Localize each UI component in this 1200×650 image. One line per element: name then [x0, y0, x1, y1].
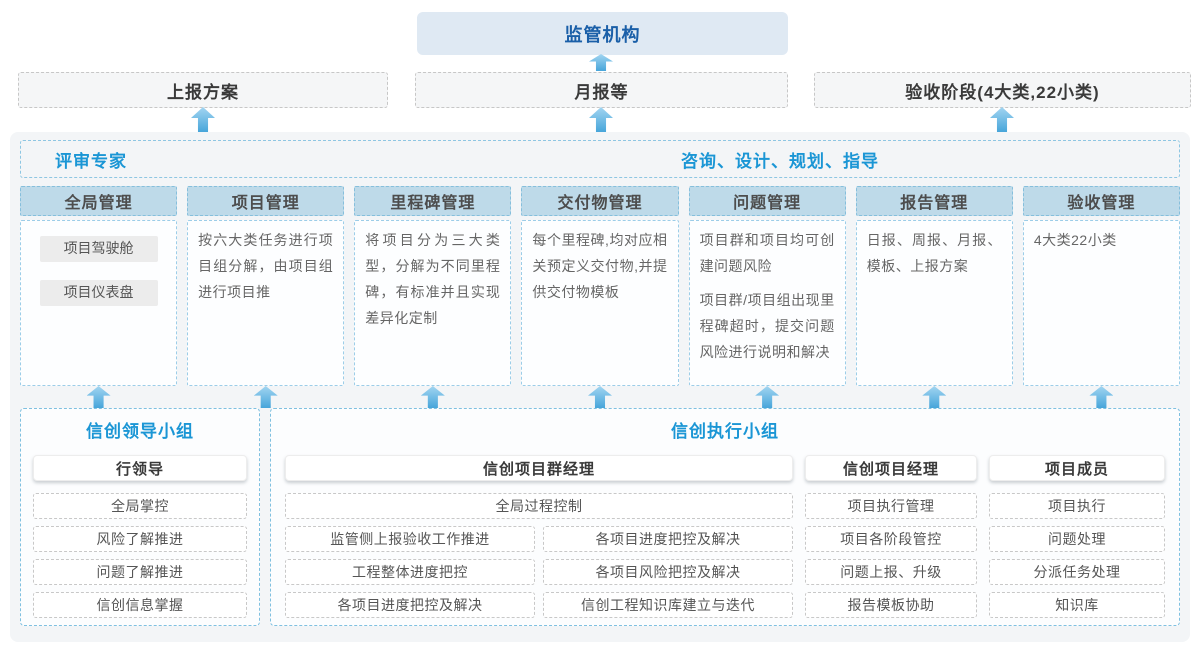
- chip-project-cockpit: 项目驾驶舱: [39, 236, 158, 262]
- module-text: 日报、周报、月报、模板、上报方案: [866, 232, 1002, 274]
- arrow-cell: [856, 386, 1013, 408]
- experts-band: 评审专家 咨询、设计、规划、指导: [20, 140, 1180, 178]
- up-arrow-icon: [990, 107, 1014, 132]
- list-item: 各项目进度把控及解决: [285, 592, 535, 618]
- up-arrow-icon: [420, 386, 445, 408]
- stack-project-member: 项目成员 项目执行 问题处理 分派任务处理 知识库: [989, 447, 1165, 618]
- module-body: 项目群和项目均可创建问题风险 项目群/项目组出现里程碑超时，提交问题风险进行说明…: [688, 220, 846, 386]
- module-body: 每个里程碑,均对应相关预定义交付物,并提供交付物模板: [521, 220, 679, 386]
- module-body: 项目驾驶舱 项目仪表盘: [20, 220, 178, 386]
- leadership-items: 全局掌控 风险了解推进 问题了解推进 信创信息掌握: [33, 493, 247, 618]
- list-item: 风险了解推进: [33, 526, 247, 552]
- team-title: 信创领导小组: [86, 422, 194, 441]
- list-item: 监管侧上报验收工作推进: [285, 526, 535, 552]
- list-item: 各项目风险把控及解决: [543, 559, 793, 585]
- module-header: 全局管理: [20, 186, 178, 216]
- item-pair-row: 工程整体进度把控 各项目风险把控及解决: [285, 559, 793, 585]
- list-item: 项目各阶段管控: [805, 526, 977, 552]
- consulting-design-label: 咨询、设计、规划、指导: [681, 151, 879, 171]
- list-item: 各项目进度把控及解决: [543, 526, 793, 552]
- team-leadership-group: 信创领导小组 行领导 全局掌控 风险了解推进 问题了解推进 信创信息掌握: [20, 408, 260, 626]
- list-item: 问题上报、升级: [805, 559, 977, 585]
- module-text: 每个里程碑,均对应相关预定义交付物,并提供交付物模板: [532, 232, 668, 300]
- module-text: 4大类22小类: [1033, 232, 1117, 248]
- arrow-cell: [187, 386, 344, 408]
- module-body: 4大类22小类: [1022, 220, 1180, 386]
- module-header: 项目管理: [187, 186, 345, 216]
- module-text: 按六大类任务进行项目组分解，由项目组进行项目推: [198, 232, 334, 300]
- output-box-report-plan: 上报方案: [18, 72, 388, 108]
- up-arrow-icon: [922, 386, 947, 408]
- module-text: 将项目分为三大类型，分解为不同里程碑，有标准并且实现差异化定制: [365, 232, 501, 326]
- module-report-management: 报告管理 日报、周报、月报、模板、上报方案: [855, 186, 1013, 386]
- role-program-manager: 信创项目群经理: [285, 455, 793, 481]
- list-item: 工程整体进度把控: [285, 559, 535, 585]
- list-item: 项目执行: [989, 493, 1165, 519]
- list-item: 全局掌控: [33, 493, 247, 519]
- module-body: 将项目分为三大类型，分解为不同里程碑，有标准并且实现差异化定制: [354, 220, 512, 386]
- module-project-management: 项目管理 按六大类任务进行项目组分解，由项目组进行项目推: [187, 186, 345, 386]
- role-project-member: 项目成员: [989, 455, 1165, 481]
- arrow-cell: [20, 386, 177, 408]
- team-execution-group: 信创执行小组 信创项目群经理 全局过程控制 监管侧上报验收工作推进 各项目进度把…: [270, 408, 1180, 626]
- arrow-cell: [354, 386, 511, 408]
- role-project-manager: 信创项目经理: [805, 455, 977, 481]
- arrow-cell: [1023, 386, 1180, 408]
- platform-container: 评审专家 咨询、设计、规划、指导 全局管理 项目驾驶舱 项目仪表盘 项目管理 按…: [10, 132, 1190, 642]
- module-deliverable-management: 交付物管理 每个里程碑,均对应相关预定义交付物,并提供交付物模板: [521, 186, 679, 386]
- list-item: 问题处理: [989, 526, 1165, 552]
- output-box-monthly-report: 月报等: [415, 72, 788, 108]
- up-arrow-icon: [587, 386, 612, 408]
- list-item: 信创工程知识库建立与迭代: [543, 592, 793, 618]
- module-text: 项目群和项目均可创建问题风险: [699, 232, 835, 274]
- up-arrow-icon: [191, 107, 215, 132]
- up-arrow-icon: [1089, 386, 1114, 408]
- module-milestone-management: 里程碑管理 将项目分为三大类型，分解为不同里程碑，有标准并且实现差异化定制: [354, 186, 512, 386]
- member-items: 项目执行 问题处理 分派任务处理 知识库: [989, 493, 1165, 618]
- module-body: 按六大类任务进行项目组分解，由项目组进行项目推: [187, 220, 345, 386]
- stack-program-manager: 信创项目群经理 全局过程控制 监管侧上报验收工作推进 各项目进度把控及解决 工程…: [285, 447, 793, 618]
- list-item: 报告模板协助: [805, 592, 977, 618]
- module-text: 项目群/项目组出现里程碑超时，提交问题风险进行说明和解决: [699, 291, 835, 360]
- modules-row: 全局管理 项目驾驶舱 项目仪表盘 项目管理 按六大类任务进行项目组分解，由项目组…: [20, 186, 1180, 386]
- module-body: 日报、周报、月报、模板、上报方案: [855, 220, 1013, 386]
- output-box-acceptance-stage: 验收阶段(4大类,22小类): [814, 72, 1191, 108]
- list-item: 问题了解推进: [33, 559, 247, 585]
- review-experts-label: 评审专家: [55, 151, 127, 171]
- execution-columns: 信创项目群经理 全局过程控制 监管侧上报验收工作推进 各项目进度把控及解决 工程…: [285, 447, 1165, 618]
- list-item: 知识库: [989, 592, 1165, 618]
- teams-row: 信创领导小组 行领导 全局掌控 风险了解推进 问题了解推进 信创信息掌握 信创执…: [20, 408, 1180, 626]
- chip-project-dashboard: 项目仪表盘: [39, 280, 158, 306]
- arrow-cell: [521, 386, 678, 408]
- item-pair-row: 监管侧上报验收工作推进 各项目进度把控及解决: [285, 526, 793, 552]
- item-pair-row: 各项目进度把控及解决 信创工程知识库建立与迭代: [285, 592, 793, 618]
- regulator-box: 监管机构: [417, 12, 788, 55]
- list-item: 项目执行管理: [805, 493, 977, 519]
- list-item: 全局过程控制: [285, 493, 793, 519]
- list-item: 信创信息掌握: [33, 592, 247, 618]
- project-manager-items: 项目执行管理 项目各阶段管控 问题上报、升级 报告模板协助: [805, 493, 977, 618]
- up-arrow-icon: [755, 386, 780, 408]
- list-item: 分派任务处理: [989, 559, 1165, 585]
- up-arrow-icon: [86, 386, 111, 408]
- module-header: 报告管理: [855, 186, 1013, 216]
- stack-project-manager: 信创项目经理 项目执行管理 项目各阶段管控 问题上报、升级 报告模板协助: [805, 447, 977, 618]
- role-bank-leader: 行领导: [33, 455, 247, 481]
- arrow-cell: [689, 386, 846, 408]
- program-manager-items: 全局过程控制 监管侧上报验收工作推进 各项目进度把控及解决 工程整体进度把控 各…: [285, 493, 793, 618]
- up-arrow-icon: [253, 386, 278, 408]
- up-arrow-icon: [589, 107, 613, 132]
- module-global-management: 全局管理 项目驾驶舱 项目仪表盘: [20, 186, 178, 386]
- module-acceptance-management: 验收管理 4大类22小类: [1022, 186, 1180, 386]
- arrows-row: [20, 386, 1180, 408]
- module-header: 验收管理: [1022, 186, 1180, 216]
- module-header: 问题管理: [688, 186, 846, 216]
- module-header: 交付物管理: [521, 186, 679, 216]
- team-title: 信创执行小组: [671, 422, 779, 441]
- module-header: 里程碑管理: [354, 186, 512, 216]
- module-issue-management: 问题管理 项目群和项目均可创建问题风险 项目群/项目组出现里程碑超时，提交问题风…: [688, 186, 846, 386]
- up-arrow-icon: [589, 54, 613, 71]
